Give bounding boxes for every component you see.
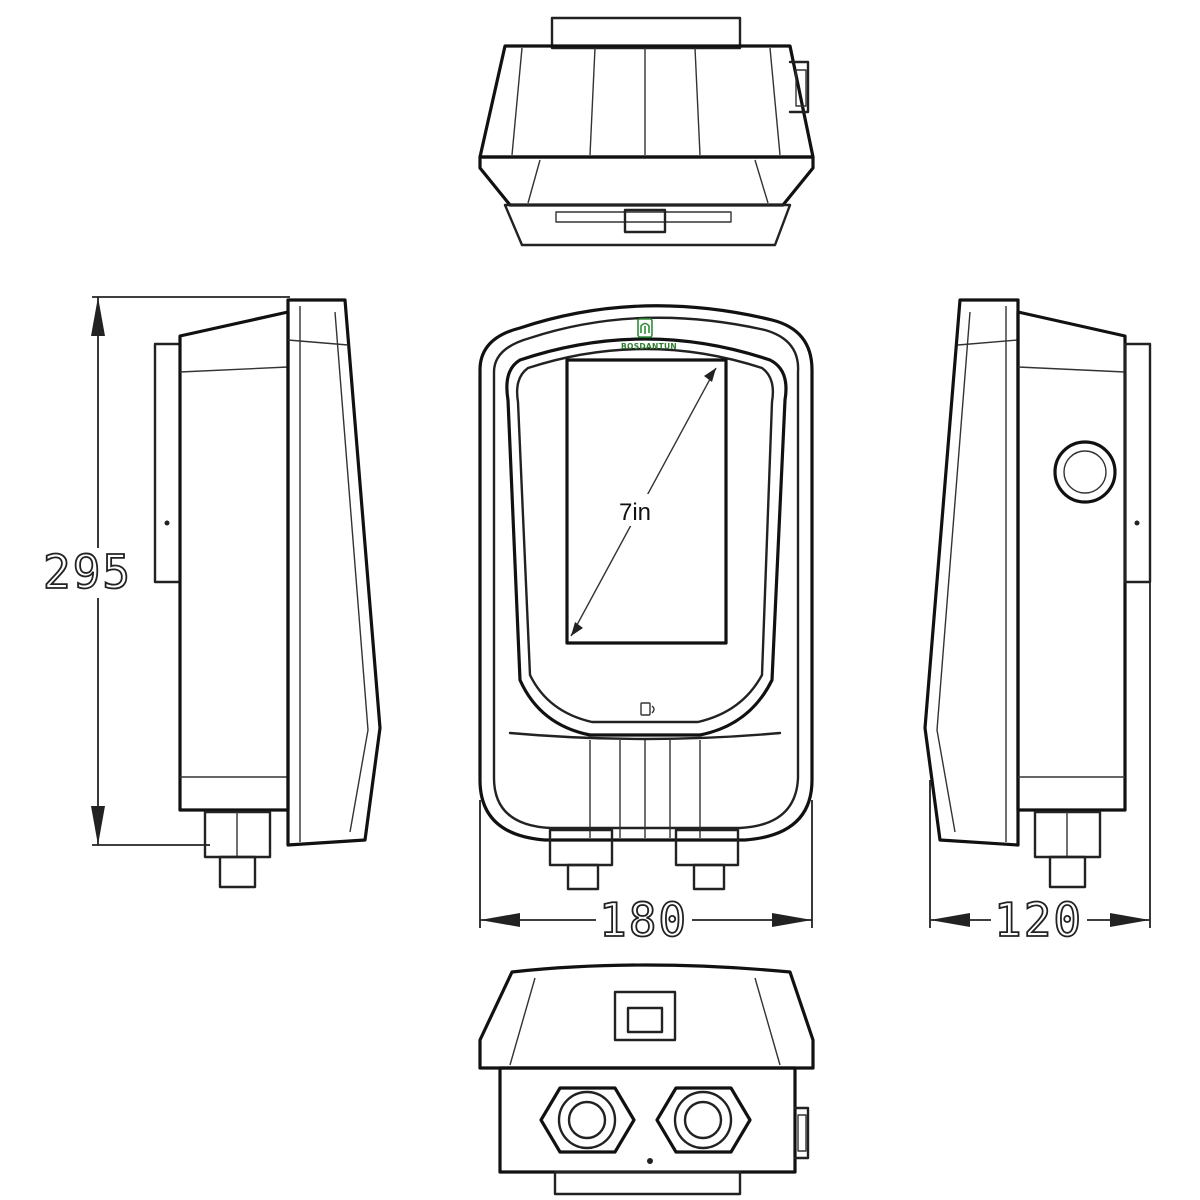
depth-label: 120 xyxy=(994,893,1083,947)
nfc-icon xyxy=(640,702,655,716)
bottom-view xyxy=(478,963,815,1196)
cable-gland-right xyxy=(674,828,740,867)
cable-gland-bottom-right xyxy=(655,1086,752,1154)
left-side-view xyxy=(153,298,382,889)
screen xyxy=(565,358,728,645)
brand-name: BOSDANTUN xyxy=(621,342,677,351)
width-label: 180 xyxy=(599,893,688,947)
right-side-view xyxy=(923,298,1152,889)
height-label: 295 xyxy=(43,545,132,599)
cable-gland-bottom-left xyxy=(539,1086,636,1154)
cable-gland-left xyxy=(548,828,614,867)
front-view: 7in BOSDANTUN xyxy=(478,304,814,891)
screen-size-label: 7in xyxy=(619,499,651,526)
top-view xyxy=(478,16,815,247)
brand-logo-icon xyxy=(637,318,653,338)
emergency-button-icon xyxy=(1053,440,1117,504)
width-dimension: 180 xyxy=(479,800,813,948)
depth-dimension: 120 xyxy=(929,582,1151,948)
ethernet-port-icon xyxy=(613,990,677,1042)
height-dimension: 295 xyxy=(40,296,290,846)
